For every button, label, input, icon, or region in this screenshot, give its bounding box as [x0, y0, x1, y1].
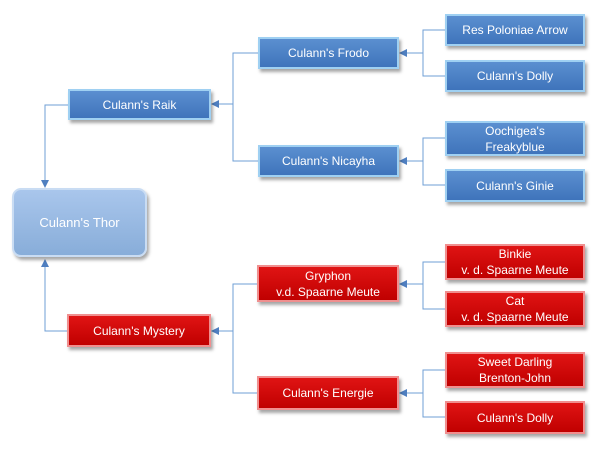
node-sire-dam-sire: Oochigea's Freakyblue [445, 121, 585, 156]
node-dam-dam-sire-line2: Brenton-John [478, 371, 552, 385]
node-root-label: Culann's Thor [39, 214, 120, 230]
node-dam-dam-sire: Sweet Darling Brenton-John [445, 352, 585, 388]
node-sire-sire-sire: Res Poloniae Arrow [445, 14, 585, 46]
node-sire-dam-label: Culann's Nicayha [281, 154, 375, 168]
connector-arrow-frodo [422, 29, 445, 77]
node-dam-sire-line2: v.d. Spaarne Meute [276, 284, 380, 299]
connector-frodo-raik [232, 52, 258, 162]
connector-raik-thor [41, 104, 68, 188]
node-dam-sire-dam-line1: Cat [505, 294, 525, 308]
node-dam-dam-label: Culann's Energie [282, 386, 374, 400]
node-sire-dam: Culann's Nicayha [258, 145, 399, 177]
node-dam-dam: Culann's Energie [257, 376, 399, 410]
node-sire-sire-sire-label: Res Poloniae Arrow [462, 23, 568, 37]
node-dam-dam-dam: Culann's Dolly [445, 401, 585, 434]
node-dam-sire: Gryphon v.d. Spaarne Meute [257, 265, 399, 302]
node-root: Culann's Thor [12, 188, 147, 257]
node-dam-sire-sire: Binkie v. d. Spaarne Meute [445, 244, 585, 280]
connector-mystery-thor [41, 259, 68, 332]
node-sire-label: Culann's Raik [102, 97, 177, 112]
node-sire-sire: Culann's Frodo [258, 37, 399, 69]
node-sire-sire-dam-label: Culann's Dolly [476, 69, 554, 83]
node-dam-dam-sire-line1: Sweet Darling [477, 355, 553, 369]
node-sire-dam-sire-line1: Oochigea's [485, 123, 545, 138]
node-sire-dam-sire-line2: Freakyblue [485, 139, 545, 154]
node-sire: Culann's Raik [68, 89, 211, 120]
node-dam-sire-line1: Gryphon [304, 268, 352, 283]
node-dam-sire-sire-line1: Binkie [498, 247, 532, 261]
connector-sweet-energie [422, 369, 445, 418]
node-sire-sire-dam: Culann's Dolly [445, 60, 585, 92]
node-dam-dam-dam-label: Culann's Dolly [476, 410, 554, 425]
connector-gryphon-mystery [232, 283, 258, 394]
node-dam-sire-dam: Cat v. d. Spaarne Meute [445, 291, 585, 327]
node-dam: Culann's Mystery [67, 314, 211, 347]
node-dam-sire-dam-line2: v. d. Spaarne Meute [461, 310, 569, 324]
node-sire-dam-dam-label: Culann's Ginie [476, 178, 554, 193]
node-dam-label: Culann's Mystery [93, 323, 185, 338]
node-dam-sire-sire-line2: v. d. Spaarne Meute [461, 263, 569, 277]
connector-binkie-gryphon [422, 261, 445, 310]
node-sire-sire-label: Culann's Frodo [288, 46, 369, 60]
connector-oochigea-nicayha [422, 137, 445, 186]
node-sire-dam-dam: Culann's Ginie [445, 169, 585, 202]
